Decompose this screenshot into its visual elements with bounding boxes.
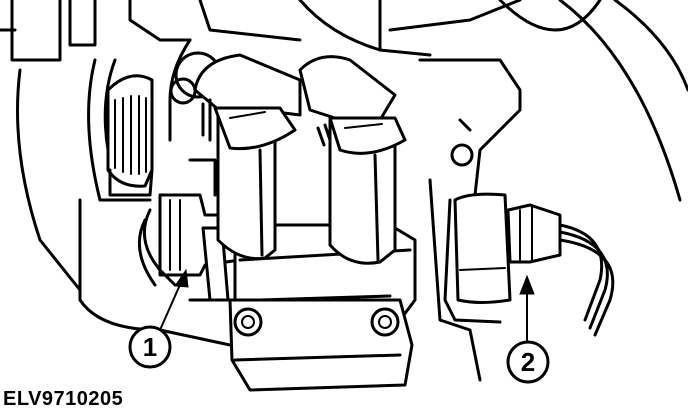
sensor-2 <box>443 192 615 337</box>
callout-1: 1 <box>128 325 172 369</box>
ht-lead-right <box>298 55 407 265</box>
figure-reference-code: ELV9710205 <box>3 388 124 410</box>
ht-lead-left <box>193 53 302 261</box>
spark-plug-boot <box>87 58 154 202</box>
engine-block-outline <box>0 0 688 382</box>
leader-arrow-2 <box>519 274 535 346</box>
callout-2-number: 2 <box>521 347 535 377</box>
callout-2: 2 <box>506 340 550 384</box>
callout-1-number: 1 <box>143 332 157 362</box>
leader-arrow-1 <box>159 268 189 331</box>
